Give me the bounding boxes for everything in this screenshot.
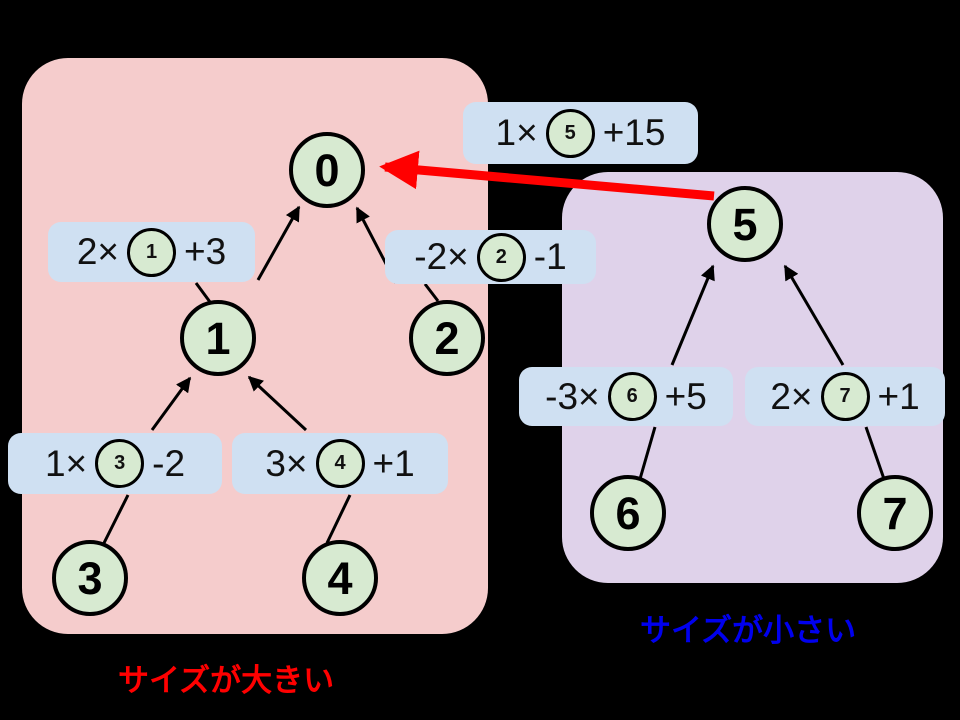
edge-label-e5-node: 5 [545, 108, 595, 158]
edge-label-e1-node: 1 [127, 227, 176, 277]
edge-label-e3-coefficient: 1× [44, 442, 88, 484]
edge-label-e4[interactable]: 3× 4 +1 [232, 433, 448, 494]
edge-label-e7-constant: +1 [877, 375, 920, 417]
edge-label-e1-constant: +3 [184, 231, 227, 272]
edge-label-e2-coefficient: -2× [414, 236, 469, 277]
edge-label-e5[interactable]: 1× 5 +15 [463, 102, 698, 164]
node-1[interactable]: 1 [180, 300, 256, 376]
edge-label-e6-node: 6 [607, 372, 657, 421]
caption-large-size: サイズが大きい [118, 663, 335, 698]
node-5[interactable]: 5 [707, 186, 783, 262]
caption-small-size: サイズが小さい [640, 613, 857, 648]
node-4-label: 4 [327, 552, 353, 604]
node-3-label: 3 [77, 552, 103, 604]
edge-label-e3[interactable]: 1× 3 -2 [8, 433, 222, 494]
edge-label-e6-coefficient: -3× [545, 375, 600, 417]
edge-label-e4-coefficient: 3× [265, 442, 308, 484]
edge-label-e4-constant: +1 [372, 442, 415, 484]
edge-label-e3-constant: -2 [152, 442, 186, 484]
node-6-label: 6 [615, 487, 641, 539]
edge-label-e5-constant: +15 [602, 112, 666, 153]
node-1-label: 1 [205, 312, 231, 364]
edge-label-e7[interactable]: 2× 7 +1 [745, 367, 945, 426]
edge-label-e2-constant: -1 [533, 236, 567, 277]
edge-label-e6[interactable]: -3× 6 +5 [519, 367, 733, 426]
edge-label-e7-node: 7 [820, 372, 870, 421]
edge-label-e4-node: 4 [315, 439, 365, 488]
node-7-label: 7 [882, 487, 908, 539]
edge-label-e3-node: 3 [95, 439, 145, 488]
node-5-label: 5 [732, 198, 758, 250]
edge-label-e1-coefficient: 2× [76, 231, 119, 272]
edge-label-e1[interactable]: 2× 1 +3 [48, 222, 255, 282]
edge-label-e6-constant: +5 [664, 375, 707, 417]
node-6[interactable]: 6 [590, 475, 666, 551]
node-2[interactable]: 2 [409, 300, 485, 376]
edge-label-e2-node: 2 [476, 232, 526, 282]
edge-label-e2[interactable]: -2× 2 -1 [385, 230, 596, 284]
node-4[interactable]: 4 [302, 540, 378, 616]
node-0-label: 0 [314, 144, 340, 196]
node-7[interactable]: 7 [857, 475, 933, 551]
node-2-label: 2 [434, 312, 460, 364]
node-3[interactable]: 3 [52, 540, 128, 616]
edge-label-e7-coefficient: 2× [770, 375, 813, 417]
edge-label-e5-coefficient: 1× [495, 112, 538, 153]
node-0[interactable]: 0 [289, 132, 365, 208]
